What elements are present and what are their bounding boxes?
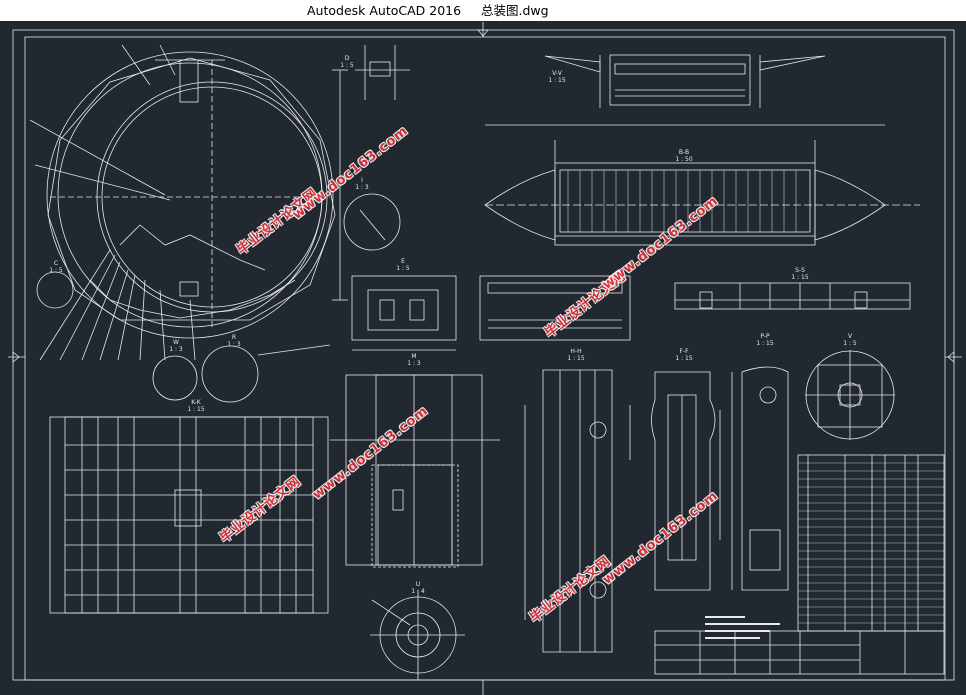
e-label: E bbox=[401, 258, 405, 265]
ff-label: F-F bbox=[679, 348, 689, 355]
kk-scale: 1 : 15 bbox=[187, 406, 204, 413]
vv-label: V-V bbox=[552, 70, 563, 77]
detail-i-circle[interactable] bbox=[343, 193, 401, 251]
i-scale: 1 : 3 bbox=[355, 184, 369, 191]
pp-label: P-P bbox=[760, 333, 770, 340]
arrow-left bbox=[12, 351, 20, 363]
ff-scale: 1 : 15 bbox=[675, 355, 692, 362]
detail-r-circle[interactable] bbox=[201, 345, 259, 403]
cad-drawing[interactable]: V-V 1 : 15 B-B 1 : 50 S-S 1 : 15 E 1 : 5… bbox=[0, 21, 966, 695]
vv-scale: 1 : 15 bbox=[548, 77, 565, 84]
ff-view[interactable] bbox=[651, 371, 721, 591]
arrow-right bbox=[947, 351, 955, 363]
e-scale: 1 : 5 bbox=[396, 265, 410, 272]
bb-view[interactable] bbox=[484, 124, 920, 246]
pp-view[interactable] bbox=[731, 366, 789, 591]
r-label: R bbox=[232, 334, 236, 341]
vv-view[interactable] bbox=[544, 54, 826, 108]
drawing-canvas[interactable]: V-V 1 : 15 B-B 1 : 50 S-S 1 : 15 E 1 : 5… bbox=[0, 21, 966, 695]
v-view[interactable] bbox=[805, 350, 895, 440]
v-label: V bbox=[848, 333, 853, 340]
e-view[interactable] bbox=[351, 275, 457, 351]
hh-label: H-H bbox=[570, 348, 581, 355]
main-ring-view[interactable] bbox=[29, 44, 348, 361]
arrow-top bbox=[477, 29, 489, 37]
file-name: 总装图.dwg bbox=[480, 3, 549, 18]
d-scale: 1 : 5 bbox=[340, 62, 354, 69]
hh-view[interactable] bbox=[524, 369, 631, 653]
r-scale: 1 : 3 bbox=[227, 341, 241, 348]
bb-ribs bbox=[567, 170, 797, 232]
m-scale: 1 : 3 bbox=[407, 360, 421, 367]
m-label: M bbox=[411, 353, 416, 360]
outer-frame bbox=[12, 29, 955, 681]
inner-frame bbox=[24, 36, 946, 681]
technical-notes bbox=[705, 616, 780, 639]
detail-c-circle[interactable] bbox=[36, 271, 74, 309]
hh-scale: 1 : 15 bbox=[567, 355, 584, 362]
pp-scale: 1 : 15 bbox=[756, 340, 773, 347]
w-scale: 1 : 3 bbox=[169, 346, 183, 353]
title-bar: Autodesk AutoCAD 2016 总装图.dwg bbox=[0, 0, 966, 21]
v-scale: 1 : 5 bbox=[843, 340, 857, 347]
i-label: I bbox=[361, 177, 363, 184]
plate-view[interactable] bbox=[330, 374, 500, 568]
bb-scale: 1 : 50 bbox=[675, 156, 692, 163]
ss-scale: 1 : 15 bbox=[791, 274, 808, 281]
parts-list-rows bbox=[798, 462, 944, 624]
u-view[interactable] bbox=[370, 590, 465, 680]
ss-view[interactable] bbox=[674, 282, 911, 310]
kk-view[interactable] bbox=[49, 416, 329, 614]
c-label: C bbox=[54, 260, 58, 267]
u-label: U bbox=[416, 581, 420, 588]
u-scale: 1 : 4 bbox=[411, 588, 425, 595]
app-name: Autodesk AutoCAD 2016 bbox=[307, 3, 462, 18]
c-scale: 1 : 5 bbox=[49, 267, 63, 274]
ss-label: S-S bbox=[795, 267, 805, 274]
detail-w-circle[interactable] bbox=[152, 355, 198, 401]
window-title: Autodesk AutoCAD 2016 总装图.dwg bbox=[307, 0, 549, 21]
w-label: W bbox=[173, 339, 179, 346]
kk-label: K-K bbox=[191, 399, 201, 406]
title-block[interactable] bbox=[654, 630, 945, 675]
m-view[interactable] bbox=[479, 275, 631, 341]
detail-d-view[interactable] bbox=[355, 45, 410, 100]
bb-label: B-B bbox=[679, 149, 689, 156]
d-label: D bbox=[345, 55, 350, 62]
